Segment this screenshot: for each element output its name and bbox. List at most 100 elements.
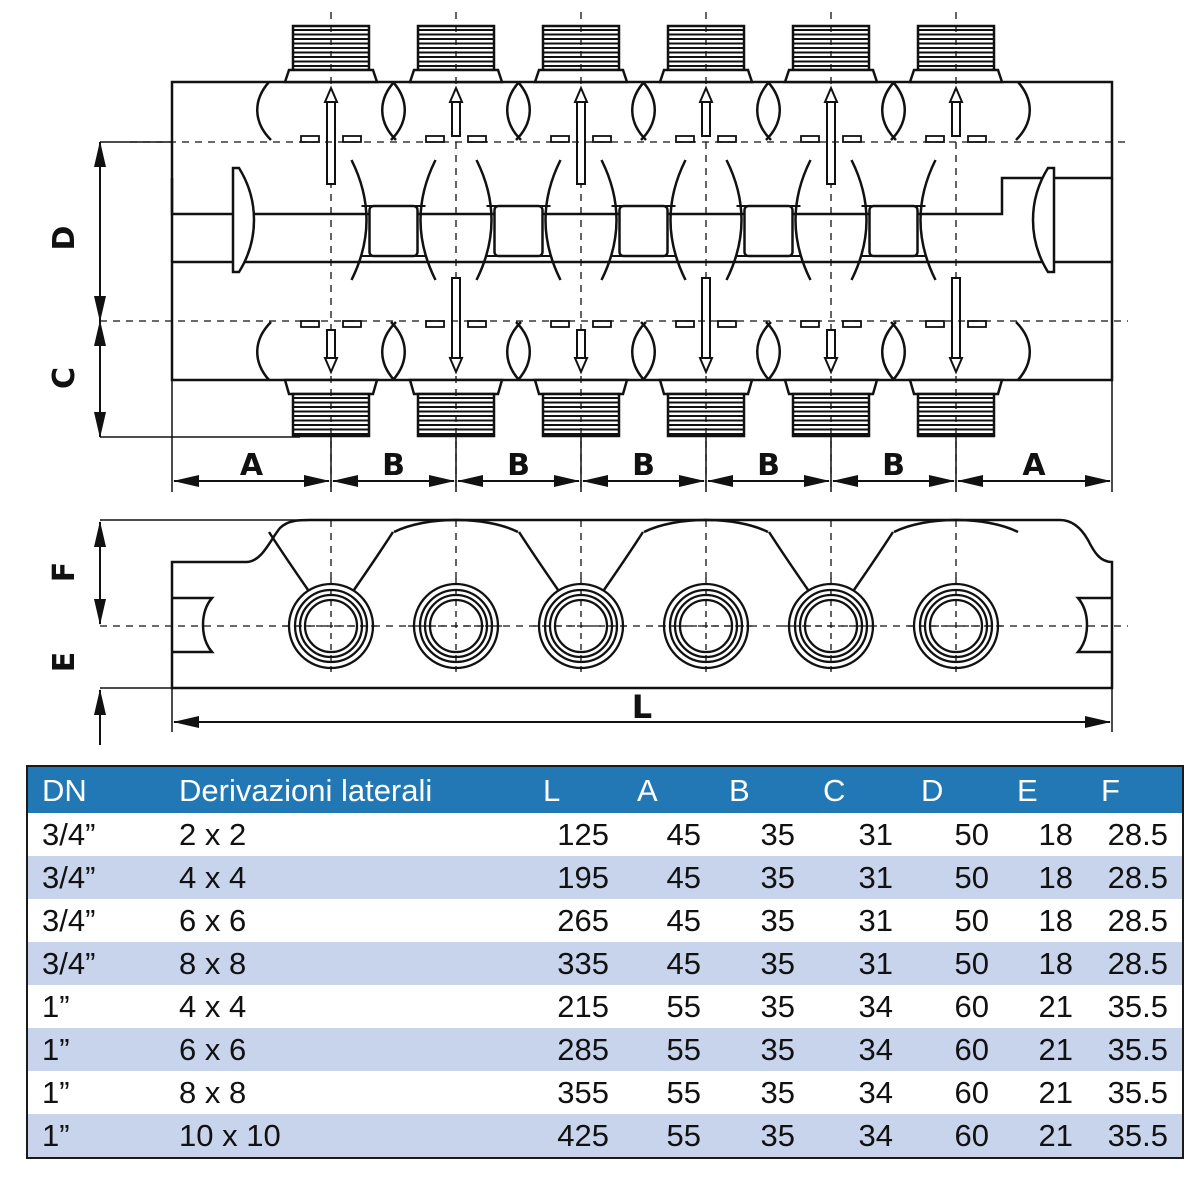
table-cell: 18 <box>1003 942 1087 985</box>
dimension-label-b: B <box>882 448 905 483</box>
table-cell: 35 <box>715 985 809 1028</box>
table-cell: 31 <box>809 899 907 942</box>
table-cell: 28.5 <box>1087 899 1183 942</box>
table-cell: 4 x 4 <box>165 856 529 899</box>
table-cell: 285 <box>529 1028 623 1071</box>
table-cell: 34 <box>809 1028 907 1071</box>
column-header-l: L <box>529 766 623 813</box>
column-header-f: F <box>1087 766 1183 813</box>
table-cell: 18 <box>1003 813 1087 856</box>
table-cell: 6 x 6 <box>165 899 529 942</box>
table-cell: 45 <box>623 942 715 985</box>
table-cell: 35 <box>715 899 809 942</box>
table-cell: 355 <box>529 1071 623 1114</box>
front-bump-2 <box>393 518 519 672</box>
dimension-label-f: F <box>47 562 82 583</box>
dimension-label-c: C <box>47 367 82 389</box>
body-window-5 <box>725 159 812 281</box>
dimension-label-b: B <box>757 448 780 483</box>
dimension-label-b: B <box>632 448 655 483</box>
table-cell: 1” <box>27 1028 165 1071</box>
table-header-row: DN Derivazioni laterali L A B C D E F <box>27 766 1183 813</box>
column-header-dn: DN <box>27 766 165 813</box>
dimension-label-b: B <box>507 448 530 483</box>
table-cell: 21 <box>1003 985 1087 1028</box>
table-cell: 60 <box>907 1028 1003 1071</box>
table-cell: 21 <box>1003 1071 1087 1114</box>
right-end-opening <box>1075 596 1112 654</box>
dimension-d: D <box>47 141 172 322</box>
table-cell: 35.5 <box>1087 1114 1183 1158</box>
body-window-6 <box>850 159 937 281</box>
table-cell: 34 <box>809 985 907 1028</box>
table-cell: 55 <box>623 1071 715 1114</box>
table-cell: 31 <box>809 856 907 899</box>
table-cell: 1” <box>27 985 165 1028</box>
outlet-top-3 <box>506 12 656 490</box>
table-cell: 4 x 4 <box>165 985 529 1028</box>
left-end-opening <box>172 596 215 654</box>
table-cell: 55 <box>623 1114 715 1158</box>
column-header-e: E <box>1003 766 1087 813</box>
table-cell: 35 <box>715 1071 809 1114</box>
manifold-front-view <box>100 518 1128 690</box>
body-window-1 <box>231 166 256 274</box>
table-cell: 215 <box>529 985 623 1028</box>
table-cell: 265 <box>529 899 623 942</box>
table-cell: 35 <box>715 942 809 985</box>
table-cell: 55 <box>623 985 715 1028</box>
outlet-ring-4 <box>658 578 754 674</box>
table-cell: 28.5 <box>1087 813 1183 856</box>
dimension-label-d: D <box>47 226 82 251</box>
table-cell: 31 <box>809 813 907 856</box>
front-body-outline <box>170 518 1114 690</box>
table-cell: 6 x 6 <box>165 1028 529 1071</box>
table-cell: 2 x 2 <box>165 813 529 856</box>
table-cell: 50 <box>907 942 1003 985</box>
dimension-e: E <box>47 652 172 745</box>
table-cell: 3/4” <box>27 942 165 985</box>
table-cell: 35 <box>715 856 809 899</box>
table-cell: 35 <box>715 813 809 856</box>
table-cell: 31 <box>809 942 907 985</box>
column-header-d: D <box>907 766 1003 813</box>
table-cell: 35.5 <box>1087 985 1183 1028</box>
body-window-4 <box>600 159 687 281</box>
outlet-top-5 <box>756 12 906 490</box>
dimension-label-b: B <box>382 448 405 483</box>
table-cell: 60 <box>907 1114 1003 1158</box>
outlet-top-1 <box>256 12 406 490</box>
body-window-7 <box>1031 166 1056 274</box>
table-cell: 34 <box>809 1071 907 1114</box>
outlet-ring-6 <box>908 578 1004 674</box>
body-window-3 <box>475 159 562 281</box>
table-cell: 50 <box>907 856 1003 899</box>
table-cell: 1” <box>27 1071 165 1114</box>
table-cell: 35.5 <box>1087 1028 1183 1071</box>
dimensions-table: DN Derivazioni laterali L A B C D E F 3/… <box>26 765 1184 1159</box>
table-cell: 55 <box>623 1028 715 1071</box>
dimension-label-e: E <box>47 652 82 673</box>
table-cell: 10 x 10 <box>165 1114 529 1158</box>
column-header-c: C <box>809 766 907 813</box>
table-cell: 3/4” <box>27 813 165 856</box>
dimension-label-a: A <box>240 448 264 483</box>
table-cell: 28.5 <box>1087 942 1183 985</box>
table-cell: 335 <box>529 942 623 985</box>
table-cell: 35.5 <box>1087 1071 1183 1114</box>
table-cell: 21 <box>1003 1114 1087 1158</box>
table-cell: 28.5 <box>1087 856 1183 899</box>
dimension-f: F <box>47 519 330 625</box>
manifold-top-view <box>100 12 1128 490</box>
dimension-c: C <box>47 320 300 438</box>
table-cell: 195 <box>529 856 623 899</box>
outlet-top-6 <box>881 12 1031 490</box>
table-cell: 3/4” <box>27 899 165 942</box>
